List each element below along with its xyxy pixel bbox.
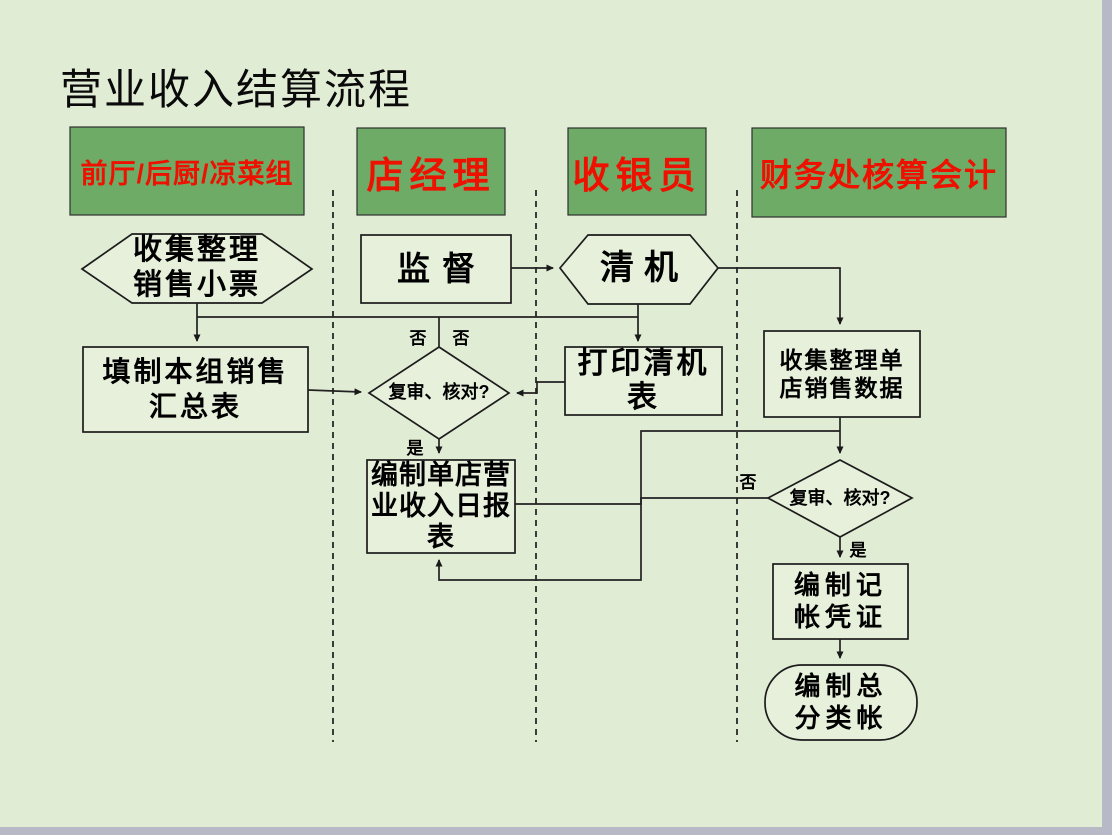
- lane-header-shapes: [69, 126, 1007, 218]
- edges: [193, 264, 844, 659]
- node-shapes: [80, 233, 921, 741]
- node-collect-store-sales-label: 收集整理单 店销售数据: [764, 331, 920, 417]
- edge-clear-to-collect-store: [718, 267, 844, 325]
- node-print-clear-sheet-shape: [564, 346, 723, 416]
- branch-label-finance-no: 否: [739, 472, 757, 492]
- node-collect-tickets-line2: 销售小票: [132, 269, 261, 301]
- lane-header-manager: 店经理: [366, 154, 496, 196]
- lane-header-box-manager: [356, 127, 506, 216]
- node-print-clear-sheet-label: 打印清机 表: [565, 347, 722, 415]
- edge-summary-to-manager-review: [307, 388, 362, 396]
- node-supervise-shape: [360, 234, 512, 304]
- node-daily-report-line1: 编制单店营: [371, 460, 511, 491]
- page-title: 营业收入结算流程: [60, 65, 413, 113]
- window-edge-right: [1102, 0, 1112, 835]
- branch-label-manager-no-right: 否: [452, 328, 470, 348]
- lane-header-box-cashier: [567, 127, 707, 216]
- lane-header-box-front-kitchen: [69, 126, 305, 216]
- lane-header-finance: 财务处核算会计: [759, 156, 998, 193]
- node-fill-group-summary-line1: 填制本组销售: [102, 356, 289, 388]
- lane-header-box-finance: [751, 127, 1007, 218]
- node-finance-review-label: 复审、核对?: [789, 487, 891, 508]
- node-general-ledger-shape: [764, 664, 918, 741]
- lane-header-cashier: 收银员: [572, 154, 702, 196]
- lane-dividers: [332, 190, 738, 742]
- edge-report-to-finance-review: [515, 430, 840, 505]
- node-clear-machine-label: 清机: [600, 248, 688, 287]
- node-fill-group-summary-label: 填制本组销售 汇总表: [83, 347, 308, 432]
- edge-finance-review-no-return: [435, 497, 768, 581]
- node-fill-group-summary-shape: [82, 346, 309, 433]
- node-supervise-label: 监督: [397, 249, 487, 287]
- node-make-voucher-shape: [772, 563, 909, 640]
- node-manager-review-label: 复审、核对?: [388, 382, 490, 403]
- node-make-voucher-label: 编制记 帐凭证: [773, 564, 908, 639]
- node-daily-report-line3: 表: [427, 521, 455, 552]
- node-fill-group-summary-line2: 汇总表: [148, 390, 242, 422]
- node-general-ledger-line2: 分类帐: [794, 702, 888, 733]
- node-collect-tickets-label: 收集整理 销售小票: [82, 232, 312, 304]
- node-collect-store-sales-line1: 收集整理单: [779, 346, 905, 373]
- node-collect-store-sales-shape: [763, 330, 921, 418]
- branch-label-manager-yes: 是: [406, 438, 424, 458]
- branch-label-manager-no-left: 否: [409, 328, 427, 348]
- node-make-voucher-line1: 编制记: [793, 570, 887, 601]
- node-collect-tickets-line1: 收集整理: [132, 233, 261, 266]
- edge-print-to-manager-review: [516, 381, 565, 397]
- node-daily-report-shape: [366, 459, 516, 554]
- node-make-voucher-line2: 帐凭证: [793, 601, 887, 632]
- node-collect-store-sales-line2: 店销售数据: [779, 375, 905, 401]
- node-print-clear-sheet-line1: 打印清机: [577, 347, 710, 381]
- window-edge-bottom: [0, 827, 1112, 835]
- node-daily-report-label: 编制单店营 业收入日报 表: [367, 460, 515, 553]
- node-collect-tickets-shape: [80, 233, 314, 304]
- node-general-ledger-line1: 编制总: [794, 671, 888, 702]
- node-daily-report-line2: 业收入日报: [371, 491, 511, 522]
- node-general-ledger-label: 编制总 分类帐: [765, 665, 917, 740]
- node-print-clear-sheet-line2: 表: [627, 381, 660, 414]
- lane-header-front-kitchen: 前厅/后厨/凉菜组: [80, 158, 294, 189]
- branch-label-finance-yes: 是: [849, 540, 867, 560]
